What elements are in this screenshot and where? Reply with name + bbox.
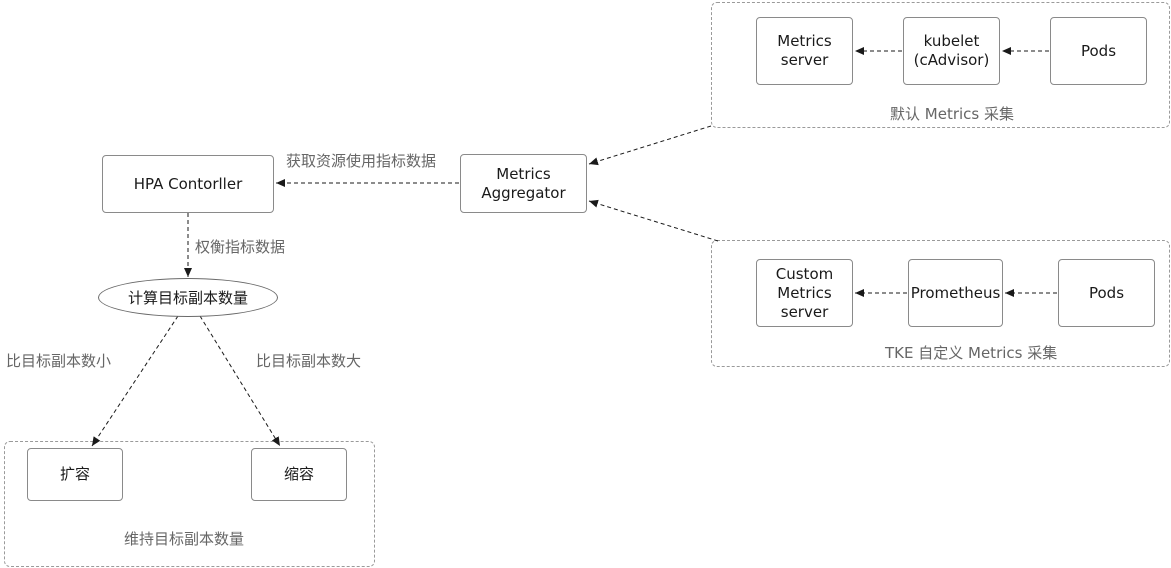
hpa-controller-node: HPA Contorller: [102, 155, 274, 213]
metrics-server-node: Metrics server: [756, 17, 853, 85]
edge-custom-group-to-aggregator: [588, 199, 719, 242]
prometheus-node: Prometheus: [908, 259, 1003, 327]
edge-calc-to-scale-out: [91, 315, 179, 447]
weigh-metrics-edge-label: 权衡指标数据: [195, 238, 286, 256]
edge-calc-to-scale-in: [199, 315, 281, 447]
scale-in-node: 缩容: [251, 448, 347, 501]
scale-out-node: 扩容: [27, 448, 123, 501]
get-metrics-edge-label: 获取资源使用指标数据: [286, 152, 437, 170]
edge-default-group-to-aggregator: [588, 125, 712, 166]
pods-node-top: Pods: [1050, 17, 1147, 85]
default-metrics-group: [711, 2, 1170, 128]
metrics-aggregator-node: Metrics Aggregator: [460, 154, 587, 213]
pods-node-bottom: Pods: [1058, 259, 1155, 327]
custom-metrics-server-node: Custom Metrics server: [756, 259, 853, 327]
default-metrics-group-label: 默认 Metrics 采集: [890, 105, 1014, 123]
kubelet-node: kubelet (cAdvisor): [903, 17, 1000, 85]
calc-target-replicas-node: 计算目标副本数量: [98, 278, 278, 317]
maintain-replicas-group: [4, 441, 375, 567]
tke-custom-metrics-group: [711, 240, 1170, 367]
less-than-target-edge-label: 比目标副本数小: [6, 352, 112, 370]
maintain-replicas-group-label: 维持目标副本数量: [124, 530, 245, 548]
tke-custom-metrics-group-label: TKE 自定义 Metrics 采集: [885, 344, 1058, 362]
greater-than-target-edge-label: 比目标副本数大: [256, 352, 362, 370]
